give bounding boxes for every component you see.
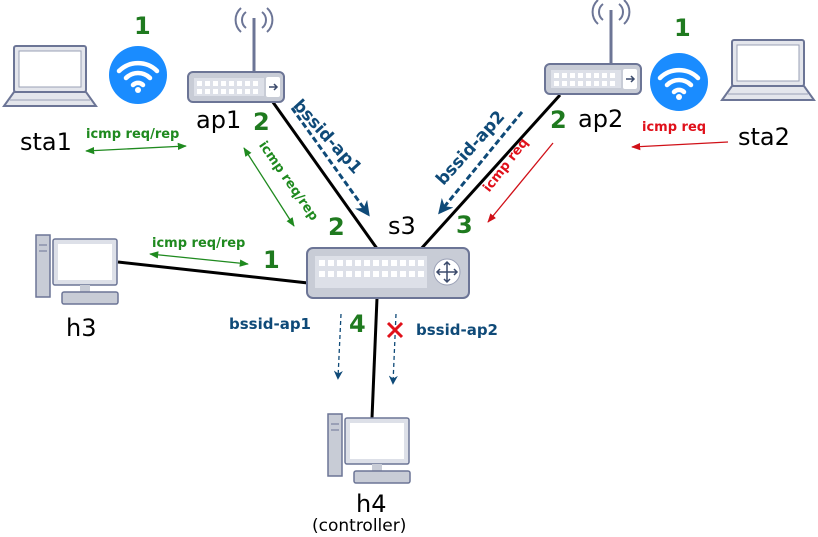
controller-flow-label-ap1: bssid-ap1 [229,315,311,333]
flow-arrow-h3-s3 [149,251,249,267]
blocked-x-icon [386,321,404,339]
link-ap2-s3 [418,93,562,252]
controller-flow-label-ap2: bssid-ap2 [416,321,498,339]
port-ap2-eth: 2 [550,106,567,134]
ap2-label: ap2 [578,105,623,133]
h4-role-label: (controller) [312,516,406,536]
h4-label: h4 [356,490,386,518]
access-point-icon[interactable] [187,7,285,103]
link-ap1-s3 [268,97,380,251]
controller-flow-arrow-ap2 [388,313,398,385]
sta2-label: sta2 [738,123,790,151]
bssid-arrow-ap1 [290,107,370,217]
desktop-computer-icon[interactable] [35,234,119,305]
controller-flow-arrow-ap1 [333,313,343,380]
flow-arrow-ap1-s3 [243,147,295,227]
flow-label-sta1-ap1: icmp req/rep [86,127,179,142]
laptop-icon[interactable] [720,39,816,101]
port-ap1-wifi: 1 [134,12,151,40]
wifi-icon [109,46,167,104]
flow-label-ap2-s3: icmp req [480,135,531,195]
link-s3-h4 [370,297,379,419]
flow-arrow-sta1-ap1 [85,142,187,155]
desktop-computer-icon[interactable] [327,413,411,484]
port-ap2-wifi: 1 [674,14,691,42]
port-s3-ap2: 3 [456,211,473,239]
laptop-icon[interactable] [2,45,98,107]
wifi-icon [650,53,708,111]
port-s3-ap1: 2 [328,213,345,241]
port-ap1-eth: 2 [253,108,270,136]
sta1-label: sta1 [20,128,72,156]
port-s3-h4: 4 [349,310,366,338]
h3-label: h3 [66,314,96,342]
flow-label-h3-s3: icmp req/rep [152,236,245,251]
flow-arrow-sta2-ap2 [631,141,729,151]
access-point-icon[interactable] [544,0,642,95]
ap1-label: ap1 [196,106,241,134]
flow-arrow-ap2-s3 [487,142,554,223]
bssid-tag-ap1: bssid-ap1 [289,96,366,178]
s3-label: s3 [388,212,416,240]
flow-label-sta2-ap2: icmp req [642,120,706,135]
bssid-arrow-ap2 [438,111,524,215]
port-s3-h3: 1 [263,246,280,274]
switch-icon[interactable] [306,247,470,299]
